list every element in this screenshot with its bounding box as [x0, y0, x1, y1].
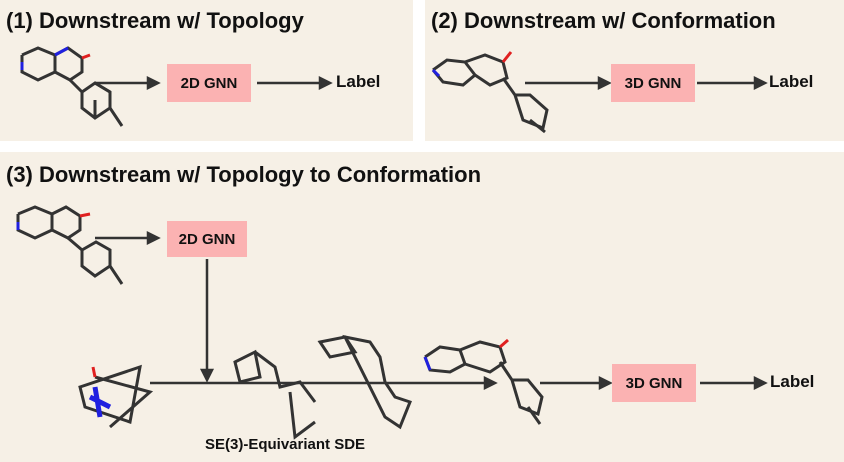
gnn-3d-box: 3D GNN — [612, 364, 696, 402]
label-output: Label — [769, 72, 814, 91]
panel-topology: (1) Downstream w/ Topology 2D GNN Label — [0, 0, 413, 141]
gnn-3d-box: 3D GNN — [611, 64, 695, 102]
panel-conformation: (2) Downstream w/ Conformation 3D GNN La… — [425, 0, 844, 141]
panel-topology-to-conformation: (3) Downstream w/ Topology to Conformati… — [0, 152, 844, 462]
sde-diagram — [16, 205, 768, 440]
panel-title: (3) Downstream w/ Topology to Conformati… — [6, 162, 482, 187]
panel-title: (1) Downstream w/ Topology — [6, 8, 304, 33]
gnn-2d-box: 2D GNN — [167, 64, 251, 102]
label-output: Label — [770, 372, 815, 391]
sde-label: SE(3)-Equivariant SDE — [205, 436, 366, 453]
molecule-3d-icon — [431, 51, 768, 134]
gnn-2d-box: 2D GNN — [167, 221, 247, 257]
label-output: Label — [336, 72, 381, 91]
panel-title: (2) Downstream w/ Conformation — [431, 8, 776, 33]
molecule-2d-icon — [20, 46, 333, 127]
